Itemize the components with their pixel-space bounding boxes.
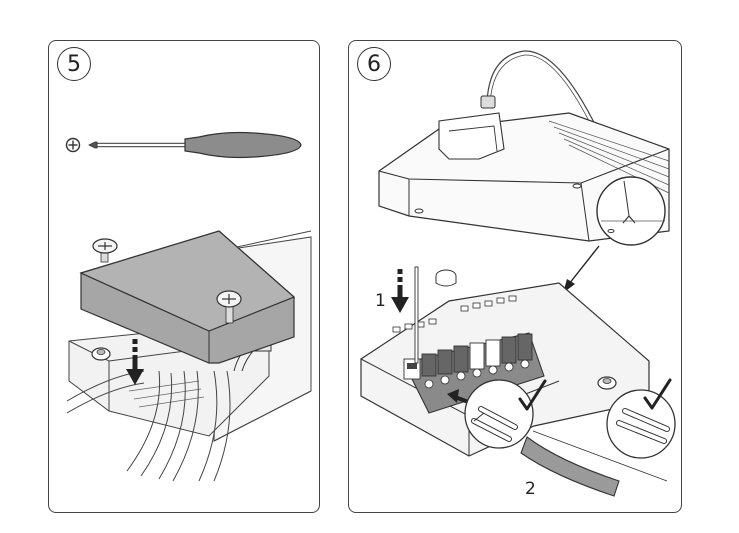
terminal-block <box>403 332 545 414</box>
checkmark-icon <box>643 378 672 410</box>
step-5-panel: 5 <box>48 40 320 513</box>
cover-screw-left <box>92 238 118 263</box>
step-6-number: 6 <box>357 47 391 81</box>
step-5-number: 5 <box>57 47 91 81</box>
cover-screw-right <box>216 290 242 324</box>
jacket-cable <box>520 430 668 497</box>
detail-magnifier <box>596 176 666 246</box>
callout-2: 2 <box>525 479 536 499</box>
terminal-cover <box>79 230 296 364</box>
push-down-arrow-icon <box>391 269 409 313</box>
wire-detail-left <box>464 379 534 449</box>
step-6-illustration <box>360 50 676 497</box>
cables <box>66 370 231 482</box>
step-6-panel: 6 <box>348 40 682 513</box>
step-5-illustration <box>65 131 312 482</box>
callout-1: 1 <box>375 291 386 311</box>
pointer-arrow-icon <box>563 245 600 293</box>
phillips-symbol-icon <box>65 137 81 153</box>
down-arrow-icon <box>126 339 144 385</box>
checkmark-icon <box>518 379 547 411</box>
release-tool <box>414 266 419 364</box>
screwdriver-icon <box>88 131 302 159</box>
wire-detail-right <box>606 389 676 459</box>
